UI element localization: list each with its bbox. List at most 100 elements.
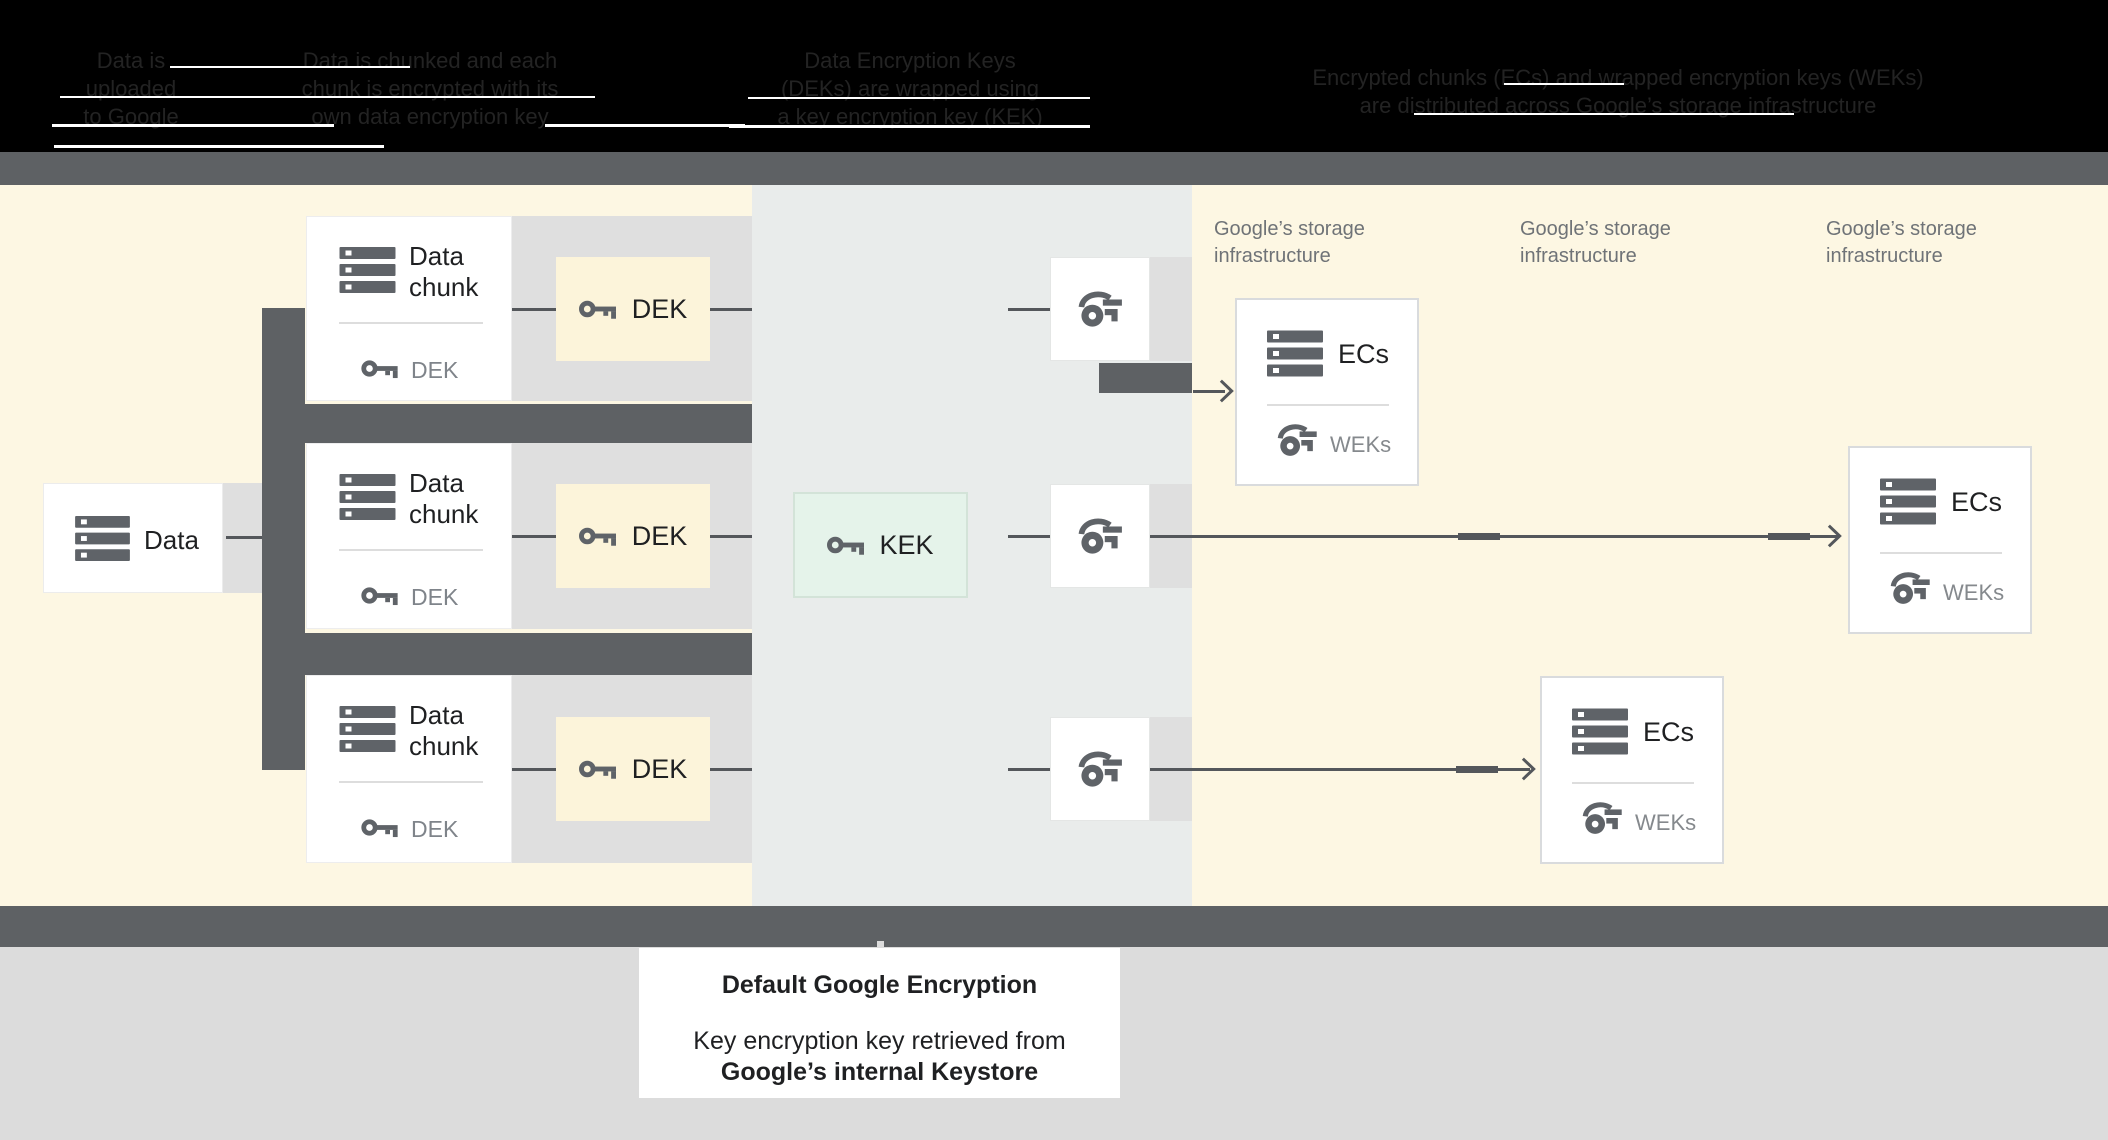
storage-stack-icon xyxy=(1880,477,1936,526)
ecs-label: ECs xyxy=(1951,487,2003,517)
arrowhead-icon xyxy=(1521,756,1536,782)
caption-line: Encrypted chunks (ECs) and wrapped encry… xyxy=(1312,65,1924,90)
key-icon xyxy=(361,585,398,606)
storage-infrastructure-label: Google’s storage infrastructure xyxy=(1520,216,1671,270)
caption-line: Data is xyxy=(96,48,166,73)
storage-stack-icon xyxy=(1572,707,1628,756)
encrypted-chunks-box: ECs WEKs xyxy=(1540,676,1724,864)
caption-title: Default Google Encryption xyxy=(721,971,1038,999)
label-line: chunk xyxy=(409,272,479,302)
chunk-dek-label: DEK xyxy=(411,357,459,383)
header-caption-band: Data is uploaded to Google Data is chunk… xyxy=(0,0,2108,152)
label-line: Google’s storage xyxy=(1826,218,1977,240)
key-strip xyxy=(1150,257,1192,361)
wrapped-key-box xyxy=(1050,257,1150,361)
caption-line: are distributed across Google’s storage … xyxy=(1359,93,1877,118)
connector-line xyxy=(1008,768,1050,771)
connector-line xyxy=(512,308,556,311)
header-artifact-line xyxy=(729,125,1090,128)
kek-box: KEK xyxy=(793,492,968,598)
header-caption-chunking: Data is chunked and each chunk is encryp… xyxy=(280,47,580,131)
connector-line xyxy=(710,768,752,771)
storage-stack-icon xyxy=(339,706,396,752)
wrapped-key-icon xyxy=(1580,800,1624,836)
chunk-dek-label: DEK xyxy=(411,584,459,610)
wrapped-key-icon xyxy=(1078,749,1122,789)
weks-label: WEKs xyxy=(1943,580,2005,605)
data-chunk-box: Data chunk DEK xyxy=(306,675,512,863)
key-icon xyxy=(361,358,398,379)
wrapped-key-icon xyxy=(1078,289,1122,329)
data-chunk-box: Data chunk DEK xyxy=(306,443,512,629)
caption-line: own data encryption key xyxy=(311,104,549,129)
wrap-connector-bar xyxy=(1099,363,1192,393)
line-dash xyxy=(1458,533,1500,540)
ecs-label: ECs xyxy=(1643,717,1695,747)
data-chunk-label: Data chunk xyxy=(409,700,478,762)
header-caption-wrapping: Data Encryption Keys (DEKs) are wrapped … xyxy=(710,47,1110,131)
header-artifact-line xyxy=(1414,113,1794,115)
weks-label: WEKs xyxy=(1635,810,1697,835)
label-line: Google’s storage xyxy=(1214,218,1365,240)
divider xyxy=(339,322,483,324)
storage-stack-icon xyxy=(1267,329,1323,378)
wrapped-key-box xyxy=(1050,484,1150,588)
arrowhead-icon xyxy=(1827,523,1842,549)
header-artifact-line xyxy=(60,96,595,98)
label-line: chunk xyxy=(409,731,479,761)
chunk-split-trunk xyxy=(262,308,305,770)
arrow-line xyxy=(1150,768,1530,771)
divider xyxy=(1880,552,2002,554)
label-line: Data xyxy=(409,700,464,730)
wrapped-key-icon xyxy=(1888,570,1932,606)
ecs-label: ECs xyxy=(1338,339,1390,369)
label-line: infrastructure xyxy=(1520,245,1637,267)
key-icon xyxy=(579,758,616,780)
storage-stack-icon xyxy=(339,247,396,293)
dek-label: DEK xyxy=(631,753,688,784)
label-line: infrastructure xyxy=(1214,245,1331,267)
header-artifact-line xyxy=(52,124,334,127)
wrapped-key-icon xyxy=(1275,422,1319,458)
chunk-split-band xyxy=(305,404,752,443)
header-artifact-line xyxy=(54,145,384,148)
kek-label: KEK xyxy=(879,529,934,560)
key-icon xyxy=(579,298,616,320)
dek-box: DEK xyxy=(556,717,710,821)
bottom-divider-bar xyxy=(0,906,2108,947)
label-line: Data xyxy=(409,241,464,271)
dek-box: DEK xyxy=(556,257,710,361)
caption-body-line: Key encryption key retrieved from xyxy=(693,1027,1066,1055)
caption-line: Data Encryption Keys xyxy=(804,48,1016,73)
line-dash xyxy=(1768,533,1810,540)
storage-infrastructure-label: Google’s storage infrastructure xyxy=(1214,216,1365,270)
caption-line: chunk is encrypted with its xyxy=(301,76,559,101)
header-caption-distribution: Encrypted chunks (ECs) and wrapped encry… xyxy=(1308,64,1928,120)
label-line: infrastructure xyxy=(1826,245,1943,267)
storage-stack-icon xyxy=(74,516,131,561)
header-artifact-line xyxy=(170,66,410,68)
wrapped-key-box xyxy=(1050,717,1150,821)
diagram-canvas: Google’s storage infrastructure Google’s… xyxy=(0,185,2108,906)
weks-label: WEKs xyxy=(1330,432,1392,457)
label-line: chunk xyxy=(409,499,479,529)
data-box: Data xyxy=(43,483,223,593)
dek-box: DEK xyxy=(556,484,710,588)
chunk-dek-label: DEK xyxy=(411,816,459,842)
label-line: Data xyxy=(409,468,464,498)
header-caption-upload: Data is uploaded to Google xyxy=(31,47,231,131)
caption-line: a key encryption key (KEK) xyxy=(777,104,1043,129)
dek-label: DEK xyxy=(631,293,688,324)
caption-line: (DEKs) are wrapped using xyxy=(780,76,1039,101)
data-chunk-box: Data chunk DEK xyxy=(306,216,512,401)
divider xyxy=(1572,782,1694,784)
key-icon xyxy=(579,525,616,547)
divider xyxy=(339,549,483,551)
connector-line xyxy=(512,768,556,771)
data-chunk-label: Data chunk xyxy=(409,468,478,530)
connector-line xyxy=(1008,535,1050,538)
top-divider-bar xyxy=(0,152,2108,185)
chunk-split-band xyxy=(305,633,752,675)
connector-line xyxy=(1008,308,1050,311)
connector-line xyxy=(710,535,752,538)
